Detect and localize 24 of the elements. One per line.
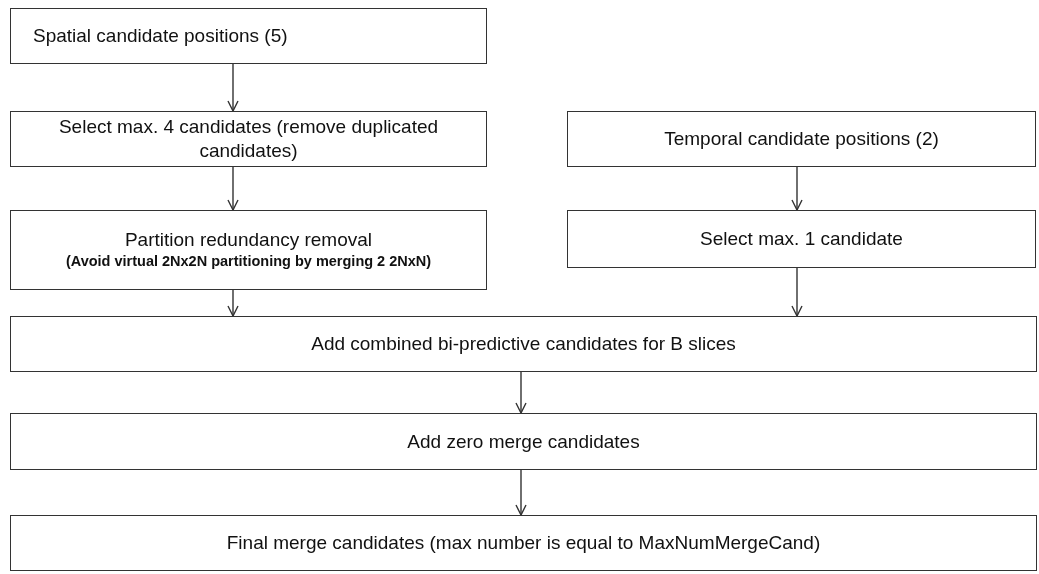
process-box: [567, 111, 1036, 167]
step-label: Add zero merge candidates: [407, 429, 640, 454]
arrow: [227, 166, 239, 211]
step-label: Select max. 1 candidate: [700, 227, 903, 251]
step-label: Select max. 4 candidates (remove duplicated candidates): [57, 115, 440, 163]
process-box: [10, 515, 1037, 571]
step-label: Partition redundancy removal: [124, 227, 373, 252]
step-label: Add combined bi-predictive candidates for B slices: [311, 332, 736, 356]
arrow: [515, 371, 527, 414]
process-box: [10, 316, 1037, 372]
process-box: [10, 210, 487, 290]
arrow: [515, 469, 527, 516]
step-label: Final merge candidates (max number is equal to MaxNumMergeCand): [226, 531, 821, 555]
arrow: [791, 267, 803, 317]
arrow: [227, 63, 239, 112]
step-label: Spatial candidate positions (5): [33, 24, 288, 48]
arrow: [227, 289, 239, 317]
arrow: [791, 166, 803, 211]
step-note: (Avoid virtual 2Nx2N partitioning by merging 2 2NxN): [65, 252, 432, 272]
process-box: [10, 413, 1037, 470]
step-label: Temporal candidate positions (2): [664, 127, 939, 151]
process-box: [10, 8, 487, 64]
process-box: [567, 210, 1036, 268]
process-box: [10, 111, 487, 167]
